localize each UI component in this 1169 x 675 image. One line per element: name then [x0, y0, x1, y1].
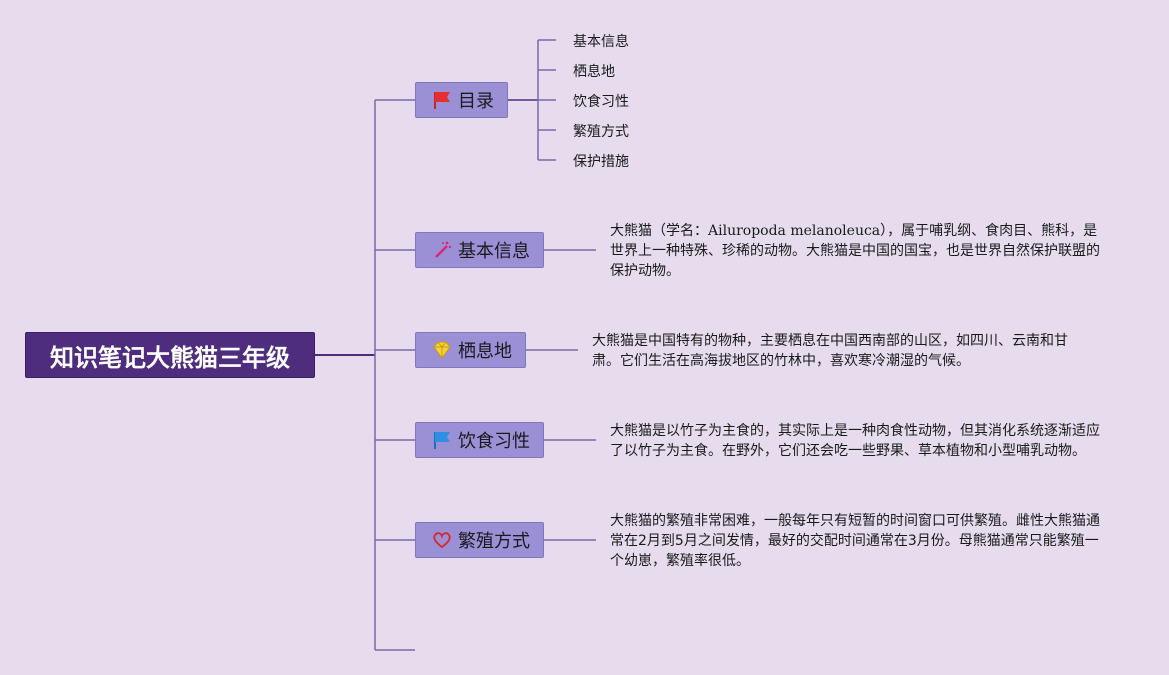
desc-basic-latin-name: Ailuropoda melanoleuca [708, 223, 881, 239]
branch-node-basic[interactable]: 基本信息 [415, 232, 544, 268]
toc-item-protection[interactable]: 保护措施 [573, 154, 629, 170]
toc-item-breeding[interactable]: 繁殖方式 [573, 124, 629, 140]
root-topic[interactable]: 知识笔记大熊猫三年级 [25, 332, 315, 378]
branch-node-diet[interactable]: 饮食习性 [415, 422, 544, 458]
heart-icon [432, 530, 452, 550]
branch-label-habitat: 栖息地 [458, 341, 512, 362]
branch-node-toc[interactable]: 目录 [415, 82, 508, 118]
desc-diet: 大熊猫是以竹子为主食的，其实际上是一种肉食性动物，但其消化系统逐渐适应了以竹子为… [610, 423, 1100, 459]
desc-habitat: 大熊猫是中国特有的物种，主要栖息在中国西南部的山区，如四川、云南和甘肃。它们生活… [592, 333, 1068, 369]
diamond-icon [432, 340, 452, 360]
desc-basic: 大熊猫（学名：Ailuropoda melanoleuca），属于哺乳纲、食肉目… [610, 221, 1105, 281]
branch-node-breeding[interactable]: 繁殖方式 [415, 522, 544, 558]
toc-item-diet[interactable]: 饮食习性 [573, 94, 629, 110]
toc-item-basic[interactable]: 基本信息 [573, 34, 629, 50]
blue-flag-icon [432, 430, 452, 450]
magic-wand-icon [432, 240, 452, 260]
toc-item-habitat[interactable]: 栖息地 [573, 64, 615, 80]
branch-label-breeding: 繁殖方式 [458, 531, 530, 552]
root-title: 知识笔记大熊猫三年级 [50, 343, 290, 372]
branch-label-toc: 目录 [458, 91, 494, 112]
desc-basic-part1: 大熊猫（学名： [610, 223, 708, 239]
desc-basic-part2: ），属于哺乳纲、食肉目、熊科，是世界上一种特殊、珍稀的动物。大熊猫是中国的国宝，… [610, 223, 1100, 279]
branch-node-habitat[interactable]: 栖息地 [415, 332, 526, 368]
red-flag-icon [432, 90, 452, 110]
branch-label-diet: 饮食习性 [458, 431, 530, 452]
desc-breeding: 大熊猫的繁殖非常困难，一般每年只有短暂的时间窗口可供繁殖。雌性大熊猫通常在2月到… [610, 513, 1100, 569]
branch-label-basic: 基本信息 [458, 241, 530, 262]
